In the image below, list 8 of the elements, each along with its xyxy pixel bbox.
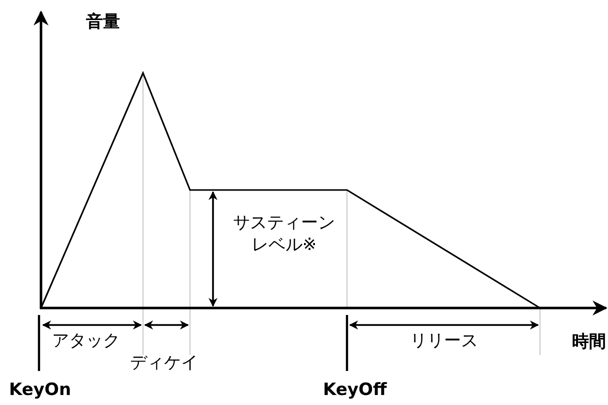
axis-label: 音量 <box>86 11 120 33</box>
phase-label: アタック <box>52 330 120 352</box>
phase-label: サスティーンレベル※ <box>232 212 336 256</box>
phase-label: リリース <box>410 330 478 352</box>
event-label: KeyOn <box>9 379 72 401</box>
phase-label: ディケイ <box>130 352 198 374</box>
event-label: KeyOff <box>323 379 387 401</box>
axis-label: 時間 <box>572 331 606 353</box>
